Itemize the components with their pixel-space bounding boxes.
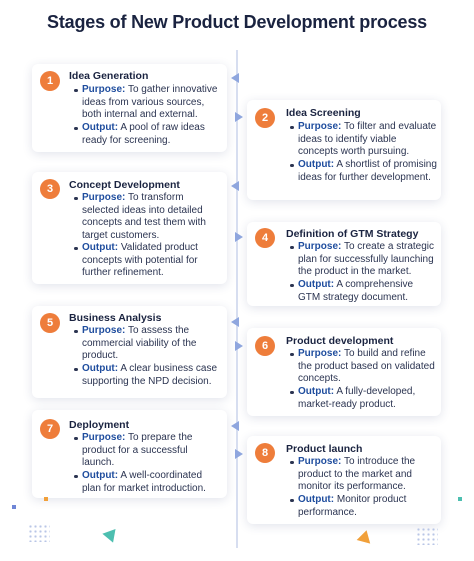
stage-number-badge-1: 1 <box>40 71 60 91</box>
output-label: Output: <box>298 386 335 397</box>
purpose-text: To introduce the product to the market a… <box>298 456 416 492</box>
stage-purpose-2: Purpose: To filter and evaluate ideas to… <box>290 121 438 159</box>
stage-card-5 <box>32 306 227 398</box>
timeline-arrow-3 <box>231 181 239 191</box>
decorative-square-teal <box>458 497 462 501</box>
stage-card-1 <box>32 64 227 152</box>
purpose-text: To transform selected ideas into detaile… <box>82 192 206 241</box>
stage-output-2: Output: A shortlist of promising ideas f… <box>290 159 438 184</box>
output-text: A pool of raw ideas ready for screening. <box>82 122 205 146</box>
output-label: Output: <box>82 242 119 253</box>
timeline-arrow-4 <box>235 232 243 242</box>
stage-card-3 <box>32 172 227 284</box>
purpose-label: Purpose: <box>298 348 342 359</box>
stage-card-2 <box>247 100 441 200</box>
timeline-arrow-2 <box>235 112 243 122</box>
stage-number-badge-7: 7 <box>40 419 60 439</box>
stage-card-7 <box>32 410 227 498</box>
output-label: Output: <box>298 279 335 290</box>
stage-title-7: Deployment <box>69 419 130 431</box>
timeline-arrow-8 <box>235 449 243 459</box>
stage-number-badge-3: 3 <box>40 179 60 199</box>
stage-purpose-1: Purpose: To gather innovative ideas from… <box>74 84 222 122</box>
decorative-triangle-orange <box>356 528 374 544</box>
output-text: Validated product concepts with potentia… <box>82 242 198 278</box>
decorative-dot-grid-left <box>28 524 50 542</box>
stage-purpose-7: Purpose: To prepare the product for a su… <box>74 432 222 470</box>
stage-purpose-3: Purpose: To transform selected ideas int… <box>74 192 222 242</box>
stage-card-6 <box>247 328 441 416</box>
purpose-label: Purpose: <box>82 325 126 336</box>
output-label: Output: <box>82 122 119 133</box>
stage-output-3: Output: Validated product concepts with … <box>74 242 222 280</box>
output-text: A comprehensive GTM strategy document. <box>298 279 414 303</box>
purpose-text: To build and refine the product based on… <box>298 348 435 384</box>
stage-purpose-8: Purpose: To introduce the product to the… <box>290 456 438 494</box>
purpose-label: Purpose: <box>298 241 342 252</box>
timeline-arrow-6 <box>235 341 243 351</box>
stage-title-6: Product development <box>286 335 394 347</box>
stage-number-badge-8: 8 <box>255 443 275 463</box>
purpose-text: To create a strategic plan for successfu… <box>298 241 434 277</box>
decorative-square-blue <box>12 505 16 509</box>
timeline-arrow-7 <box>231 421 239 431</box>
stage-title-5: Business Analysis <box>69 312 162 324</box>
output-label: Output: <box>82 363 119 374</box>
timeline-arrow-5 <box>231 317 239 327</box>
output-text: A clear business case supporting the NPD… <box>82 363 218 387</box>
stage-output-5: Output: A clear business case supporting… <box>74 363 222 388</box>
stage-output-8: Output: Monitor product performance. <box>290 494 438 519</box>
page-title: Stages of New Product Development proces… <box>47 12 427 32</box>
output-label: Output: <box>298 159 335 170</box>
stage-title-8: Product launch <box>286 443 363 455</box>
output-text: A fully-developed, market-ready product. <box>298 386 416 410</box>
stage-card-4 <box>247 222 441 306</box>
purpose-label: Purpose: <box>82 84 126 95</box>
decorative-triangle-teal <box>102 528 120 546</box>
timeline-arrow-1 <box>231 73 239 83</box>
stage-output-7: Output: A well-coordinated plan for mark… <box>74 470 222 495</box>
stage-purpose-4: Purpose: To create a strategic plan for … <box>290 241 438 279</box>
stage-card-8 <box>247 436 441 524</box>
purpose-label: Purpose: <box>298 121 342 132</box>
stage-output-1: Output: A pool of raw ideas ready for sc… <box>74 122 222 147</box>
output-label: Output: <box>298 494 335 505</box>
stage-number-badge-5: 5 <box>40 313 60 333</box>
stage-title-3: Concept Development <box>69 179 180 191</box>
purpose-text: To filter and evaluate ideas to identify… <box>298 121 437 157</box>
stage-number-badge-4: 4 <box>255 228 275 248</box>
stage-output-6: Output: A fully-developed, market-ready … <box>290 386 438 411</box>
stage-number-badge-2: 2 <box>255 108 275 128</box>
decorative-square-orange <box>44 497 48 501</box>
stage-title-4: Definition of GTM Strategy <box>286 228 419 240</box>
stage-number-badge-6: 6 <box>255 336 275 356</box>
purpose-label: Purpose: <box>82 432 126 443</box>
stage-purpose-6: Purpose: To build and refine the product… <box>290 348 438 386</box>
stage-output-4: Output: A comprehensive GTM strategy doc… <box>290 279 438 304</box>
output-text: A well-coordinated plan for market intro… <box>82 470 206 494</box>
output-text: Monitor product performance. <box>298 494 407 518</box>
purpose-label: Purpose: <box>82 192 126 203</box>
stage-purpose-5: Purpose: To assess the commercial viabil… <box>74 325 222 363</box>
stage-title-1: Idea Generation <box>69 70 149 82</box>
decorative-dot-grid-right <box>416 527 438 545</box>
purpose-text: To gather innovative ideas from various … <box>82 84 218 120</box>
output-text: A shortlist of promising ideas for furth… <box>298 159 437 183</box>
stage-title-2: Idea Screening <box>286 107 361 119</box>
purpose-label: Purpose: <box>298 456 342 467</box>
purpose-text: To assess the commercial viability of th… <box>82 325 197 361</box>
purpose-text: To prepare the product for a successful … <box>82 432 193 468</box>
output-label: Output: <box>82 470 119 481</box>
timeline-line <box>236 50 238 548</box>
